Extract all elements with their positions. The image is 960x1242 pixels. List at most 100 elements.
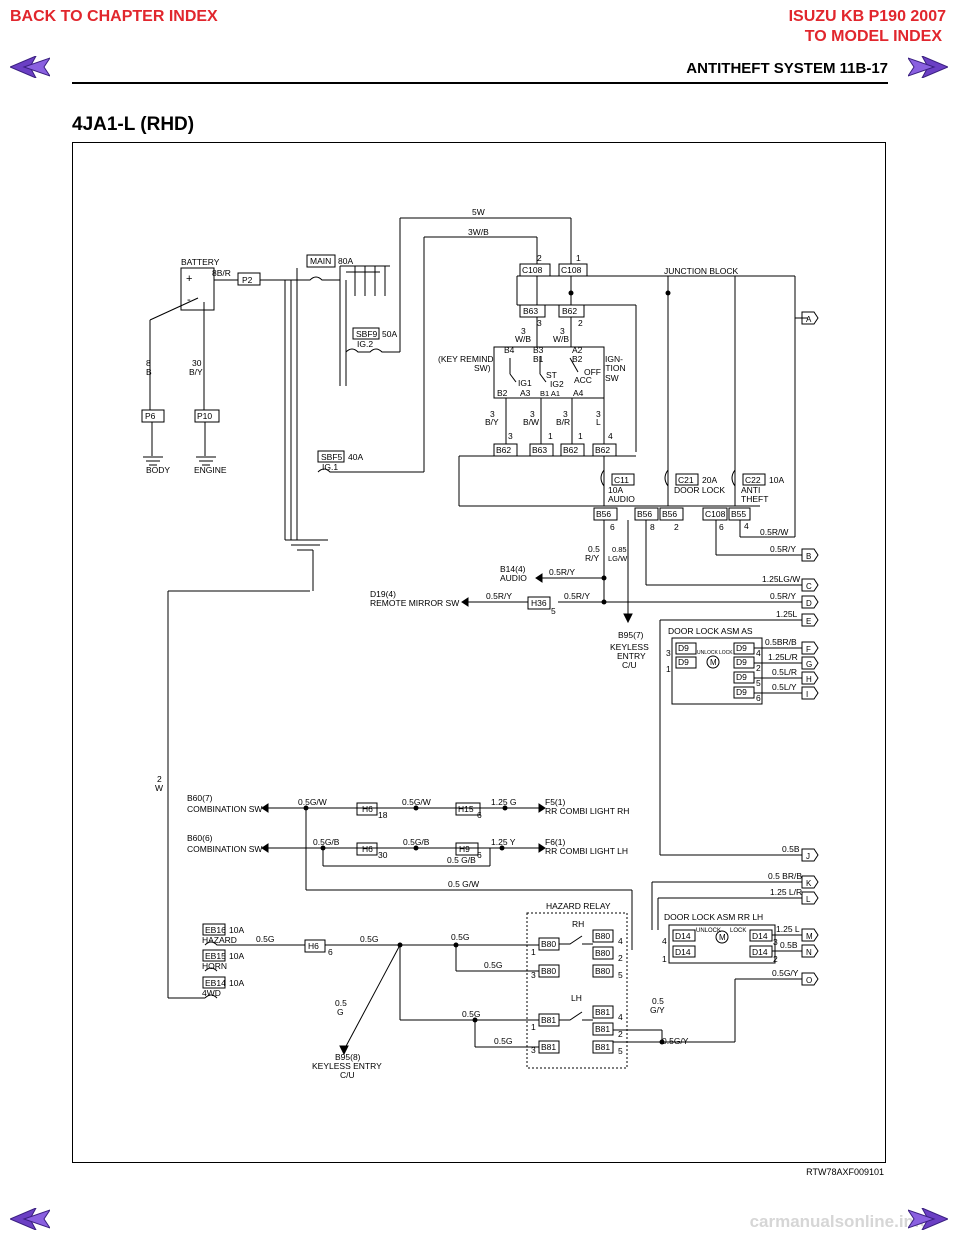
hazard-relay-rh: RH: [572, 919, 584, 929]
door-lock-rr-title: DOOR LOCK ASM RR LH: [664, 912, 763, 922]
door-lock-rr-lock: LOCK: [730, 928, 746, 934]
c22-label: ANTI: [741, 485, 760, 495]
next-page-arrow-icon[interactable]: [908, 56, 948, 78]
tag-e: E: [806, 617, 811, 626]
ign-b1: B1: [533, 354, 544, 364]
lc4-pin: 6: [719, 522, 724, 532]
c108-a-label: C108: [522, 265, 543, 275]
door-lock-as-unlock: UNLOCK: [697, 650, 719, 656]
p6-connector-box: [141, 409, 165, 423]
dl-as-rpin1: 4: [756, 648, 761, 658]
tag-c: C: [806, 582, 812, 591]
wire-o: 0.5G/Y: [772, 968, 799, 978]
header-rule: [72, 82, 888, 84]
eb16-label: HAZARD: [202, 935, 237, 945]
b95-top-l2: ENTRY: [617, 651, 646, 661]
b60-7-h6: H6: [362, 804, 373, 814]
to-model-index-link[interactable]: TO MODEL INDEX: [804, 28, 942, 45]
tag-d: D: [806, 599, 812, 608]
left-wire-color: W: [155, 783, 163, 793]
eb14-name: EB14: [205, 978, 226, 988]
dl-as-rpin4: 6: [756, 693, 761, 703]
dl-as-lpin1: 3: [666, 648, 671, 658]
hazard-relay-box: [526, 912, 628, 1069]
wire-c: 1.25LG/W: [762, 574, 800, 584]
ign-b2: B2: [497, 388, 508, 398]
ign-st: ST: [546, 370, 557, 380]
prev-page-arrow-icon[interactable]: [10, 56, 50, 78]
lc5-pin: 4: [744, 521, 749, 531]
dl-rr-lpin2: 1: [662, 954, 667, 964]
ign-label-3: SW: [605, 373, 619, 383]
ign-a3: A3: [520, 388, 531, 398]
p2-connector-box: [237, 272, 261, 286]
tag-i: I: [806, 690, 808, 699]
wire-k: 0.5 BR/B: [768, 871, 802, 881]
b95-bottom-name: B95(8): [335, 1052, 361, 1062]
diagram-frame: [72, 142, 886, 1163]
b60-6-w2: 0.5G/B: [403, 837, 430, 847]
gw-wire: 0.5 G/W: [448, 879, 479, 889]
c21-fuse-box: [675, 473, 699, 486]
b80-c-box: [592, 929, 614, 943]
d9-left2-box: [675, 656, 697, 669]
dl-as-rpin2: 2: [756, 663, 761, 673]
b81-pin3: 3: [531, 1045, 536, 1055]
b81-a: B81: [541, 1015, 556, 1025]
wire-g: 1.25L/R: [768, 652, 798, 662]
dl-as-rconn3: D9: [736, 672, 747, 682]
door-lock-rr-box: [668, 924, 776, 964]
tag-n: N: [806, 948, 812, 957]
wire-j: 0.5B: [782, 844, 800, 854]
ign-ig2: IG2: [550, 379, 564, 389]
hazard-relay-lh: LH: [571, 993, 582, 1003]
c22-name: C22: [745, 475, 761, 485]
d19-label: REMOTE MIRROR SW: [370, 598, 459, 608]
back-to-chapter-index-link[interactable]: BACK TO CHAPTER INDEX: [10, 8, 218, 25]
out4-conn: B62: [595, 445, 610, 455]
b60-6-w3: 1.25 Y: [491, 837, 516, 847]
battery-wire-label: 8B/R: [212, 268, 231, 278]
b60-6-h9: H9: [459, 844, 470, 854]
tag-o: O: [806, 976, 812, 985]
b14-label: AUDIO: [500, 573, 527, 583]
ign-label-2: ITION: [603, 363, 626, 373]
c11-name: C11: [614, 475, 629, 485]
wire-5w: 5W: [472, 207, 485, 217]
h36-connector-box: [527, 596, 551, 610]
h15-box: [455, 802, 481, 816]
b60-6-p6: 6: [477, 850, 482, 860]
main-fuse-rating: 80A: [338, 256, 353, 266]
door-lock-as-box: [671, 637, 763, 705]
model-title-link[interactable]: ISUZU KB P190 2007: [788, 8, 946, 25]
c22-rating: 10A: [769, 475, 784, 485]
lc1-pin: 6: [610, 522, 615, 532]
f6-name: F6(1): [545, 837, 565, 847]
dl-as-rconn4: D9: [736, 687, 747, 697]
sbf9-name: SBF9: [356, 329, 378, 339]
ground-right-size: 30: [192, 358, 202, 368]
ign-ig1: IG1: [518, 378, 532, 388]
b80-pin5: 5: [618, 970, 623, 980]
b81-e: B81: [595, 1042, 610, 1052]
b80-pin4: 4: [618, 936, 623, 946]
ign-label: IGN-: [605, 354, 623, 364]
lc4-name: C108: [705, 509, 726, 519]
door-lock-rr-unlock: UNLOCK: [696, 928, 721, 934]
b63-pin: 3: [537, 318, 542, 328]
p2-label: P2: [242, 275, 253, 285]
prev-page-arrow-icon[interactable]: [10, 1208, 50, 1230]
f6-label: RR COMBI LIGHT LH: [545, 846, 628, 856]
b14-name: B14(4): [500, 564, 526, 574]
eb15-label: HORN: [202, 961, 227, 971]
h6-b-box: [356, 842, 378, 856]
b80-d-box: [592, 946, 614, 960]
eb15-rating: 10A: [229, 951, 244, 961]
wire-f: 0.5BR/B: [765, 637, 797, 647]
b63-label: B63: [523, 306, 538, 316]
door-lock-as-title: DOOR LOCK ASM AS: [668, 626, 753, 636]
next-page-arrow-icon[interactable]: [908, 1208, 948, 1230]
junction-block-label: JUNCTION BLOCK: [664, 266, 738, 276]
c11-label: AUDIO: [608, 494, 635, 504]
wire-a: 0.5R/W: [760, 527, 788, 537]
